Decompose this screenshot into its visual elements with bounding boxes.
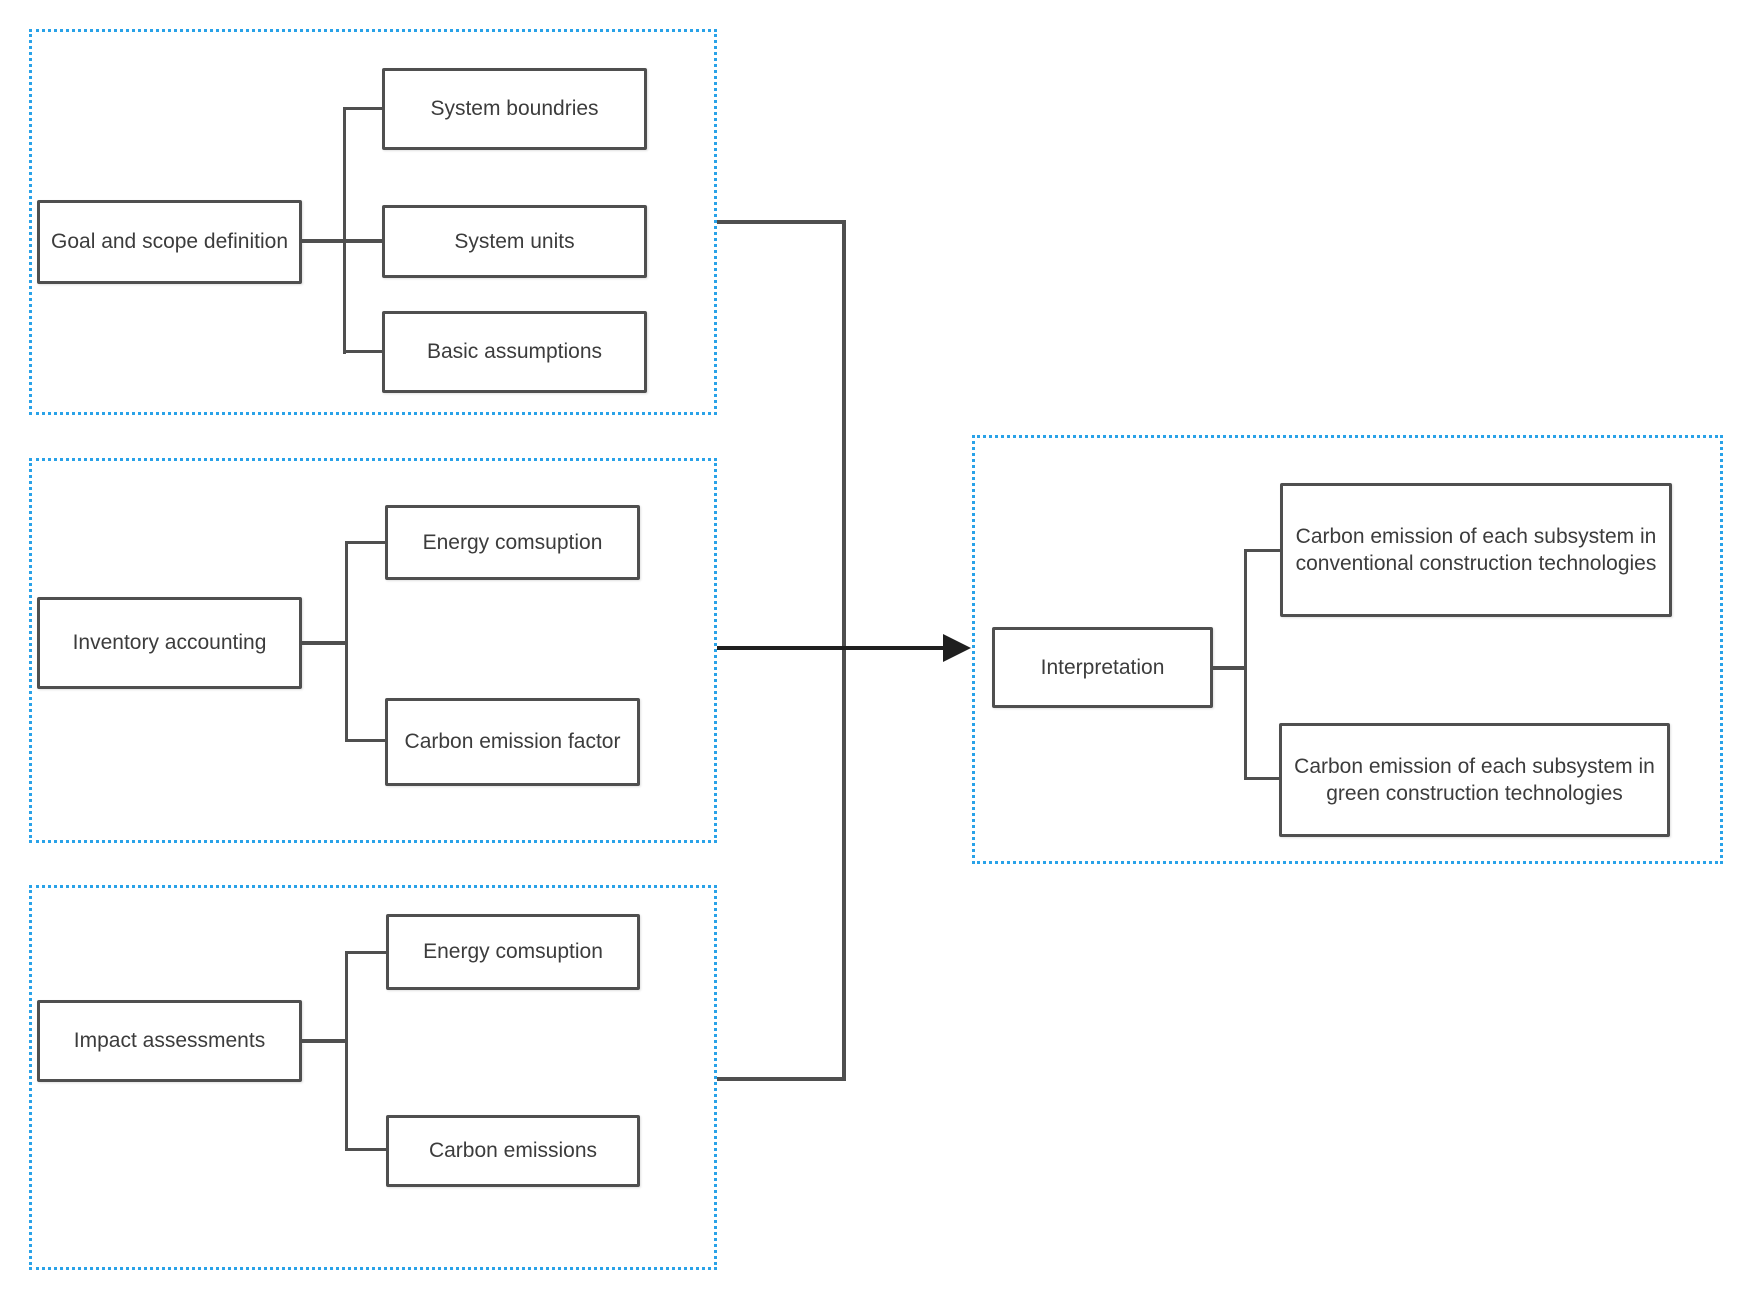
green-tech-box: Carbon emission of each subsystem in gre… bbox=[1279, 723, 1670, 837]
inventory-box: Inventory accounting bbox=[37, 597, 302, 689]
inventory-label: Inventory accounting bbox=[72, 631, 267, 655]
merge-top-hline bbox=[717, 220, 846, 224]
impact-bracket-vline bbox=[345, 951, 348, 1151]
merge-bottom-hline bbox=[717, 1077, 846, 1081]
impact-child1-stub bbox=[345, 951, 386, 954]
conventional-tech-label: Carbon emission of each subsystem in con… bbox=[1295, 524, 1657, 575]
goal-child3-stub bbox=[343, 350, 382, 353]
interpretation-group bbox=[972, 435, 1723, 864]
green-tech-label: Carbon emission of each subsystem in gre… bbox=[1294, 754, 1655, 805]
conventional-tech-box: Carbon emission of each subsystem in con… bbox=[1280, 483, 1672, 617]
carbon-emissions-box: Carbon emissions bbox=[386, 1115, 640, 1187]
inventory-parent-stub bbox=[302, 641, 348, 645]
inventory-energy-label: Energy comsuption bbox=[422, 530, 603, 554]
interpretation-arrow-head bbox=[943, 634, 971, 662]
impact-child2-stub bbox=[345, 1148, 386, 1151]
impact-group bbox=[29, 885, 717, 1270]
goal-bracket-vline bbox=[343, 107, 346, 354]
goal-scope-box: Goal and scope definition bbox=[37, 200, 302, 284]
interpretation-child2-stub bbox=[1244, 777, 1280, 780]
basic-assumptions-label: Basic assumptions bbox=[426, 340, 603, 364]
carbon-emission-factor-box: Carbon emission factor bbox=[385, 698, 640, 786]
basic-assumptions-box: Basic assumptions bbox=[382, 311, 647, 393]
inventory-child2-stub bbox=[345, 739, 385, 742]
impact-energy-box: Energy comsuption bbox=[386, 914, 640, 990]
goal-scope-label: Goal and scope definition bbox=[51, 230, 288, 254]
inventory-child1-stub bbox=[345, 541, 385, 544]
interpretation-arrow-shaft bbox=[717, 646, 945, 650]
goal-scope-group bbox=[29, 29, 717, 415]
interpretation-parent-stub bbox=[1213, 666, 1247, 670]
goal-parent-stub bbox=[302, 239, 382, 243]
system-units-box: System units bbox=[382, 205, 647, 278]
inventory-energy-box: Energy comsuption bbox=[385, 505, 640, 580]
goal-child1-stub bbox=[343, 107, 382, 110]
inventory-group bbox=[29, 458, 717, 843]
interpretation-box: Interpretation bbox=[992, 627, 1213, 708]
interpretation-label: Interpretation bbox=[1040, 655, 1165, 679]
interpretation-bracket-vline bbox=[1244, 549, 1247, 780]
interpretation-child1-stub bbox=[1244, 549, 1280, 552]
impact-energy-label: Energy comsuption bbox=[423, 940, 603, 964]
carbon-emissions-label: Carbon emissions bbox=[428, 1139, 598, 1163]
system-boundries-label: System boundries bbox=[430, 97, 599, 121]
impact-box: Impact assessments bbox=[37, 1000, 302, 1082]
system-units-label: System units bbox=[454, 229, 575, 253]
impact-label: Impact assessments bbox=[73, 1029, 266, 1053]
merge-vline bbox=[842, 220, 846, 1081]
impact-parent-stub bbox=[302, 1039, 348, 1043]
carbon-emission-factor-label: Carbon emission factor bbox=[404, 730, 621, 754]
system-boundries-box: System boundries bbox=[382, 68, 647, 150]
